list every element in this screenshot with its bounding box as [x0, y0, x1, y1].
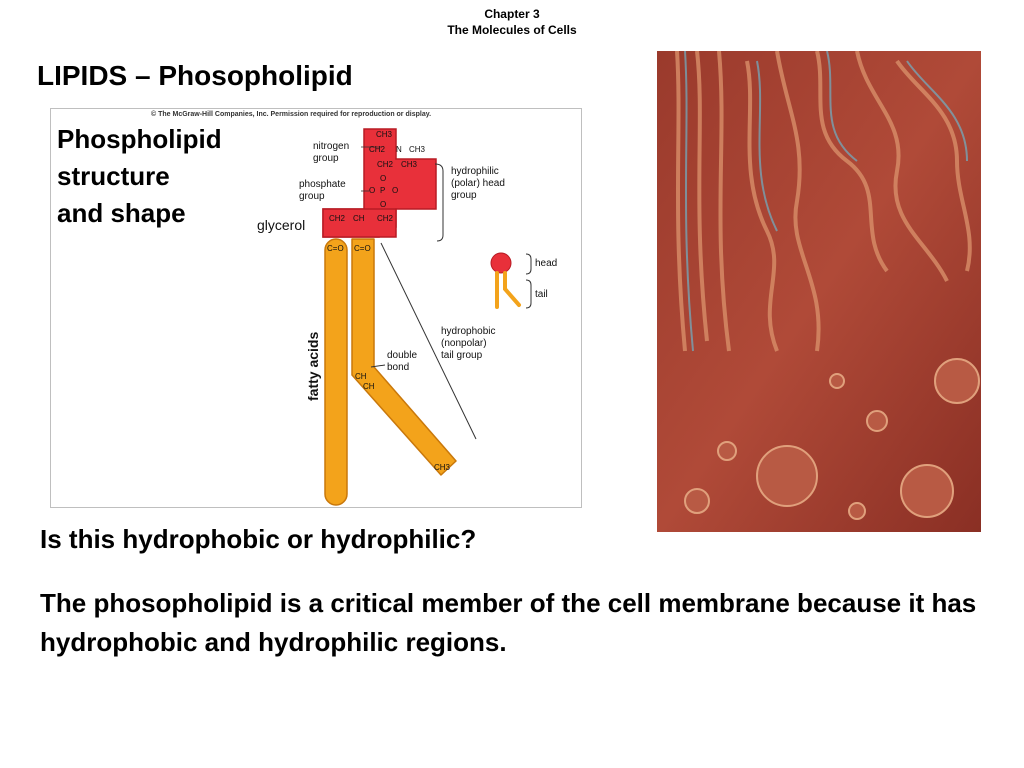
hydrophilic-head-label: hydrophilic (polar) head group — [451, 166, 505, 202]
chem-o-4: O — [380, 200, 387, 209]
glycerol-box — [322, 208, 397, 238]
slide-header: Chapter 3 The Molecules of Cells — [0, 6, 1024, 38]
glycerol-label: glycerol — [257, 217, 306, 233]
chem-o-3: O — [392, 186, 399, 195]
chem-ch2-glycerol-right: CH2 — [377, 214, 394, 223]
tail-label: tail — [535, 289, 548, 300]
phosphate-label-line: group — [299, 191, 325, 202]
chapter-subtitle: The Molecules of Cells — [447, 23, 577, 37]
chem-ch2-2: CH2 — [377, 160, 394, 169]
head-icon-symbol — [490, 252, 512, 274]
hydrophobic-brace-top — [380, 242, 477, 440]
chem-o-1: O — [380, 174, 387, 183]
figure-title-line: structure — [57, 161, 170, 191]
question-text: Is this hydrophobic or hydrophilic? — [40, 524, 477, 554]
fatty-acids-label: fatty acids — [305, 331, 321, 401]
phosphate-label-line: phosphate — [299, 179, 346, 190]
nitrogen-group-label: nitrogen group — [313, 141, 349, 165]
membrane-micrograph-image — [657, 51, 981, 532]
chapter-label: Chapter 3 — [484, 7, 540, 21]
chem-ch-double-1: CH — [355, 372, 367, 381]
phospholipid-structure-drawing — [322, 128, 532, 506]
double-bond-label: double bond — [387, 350, 417, 374]
chem-ch2-glycerol-left: CH2 — [329, 214, 346, 223]
hydrophobic-tail-label: hydrophobic (nonpolar) tail group — [441, 326, 495, 362]
head-label: head — [535, 258, 558, 269]
fatty-acid-tail-2 — [351, 238, 457, 476]
figure-title-line: and shape — [57, 198, 186, 228]
hydrophilic-brace — [434, 163, 444, 242]
figure-copyright: © The McGraw-Hill Companies, Inc. Permis… — [151, 111, 432, 118]
slide-title: LIPIDS – Phosopholipid — [37, 60, 353, 91]
phospholipid-figure: © The McGraw-Hill Companies, Inc. Permis… — [50, 108, 582, 508]
hydrophobic-label-line: (nonpolar) — [441, 338, 487, 349]
explanation-text: The phosopholipid is a critical member o… — [40, 588, 977, 657]
chem-ch3-right: CH3 — [409, 145, 426, 154]
chem-ch-glycerol: CH — [353, 214, 365, 223]
phosphate-group-label: phosphate group — [299, 179, 346, 203]
nitrogen-label-line: group — [313, 153, 339, 164]
hydrophobic-label-line: tail group — [441, 350, 483, 361]
chem-ch3-top: CH3 — [376, 130, 393, 139]
hydrophilic-label-line: group — [451, 190, 477, 201]
chem-ch2: CH2 — [369, 145, 386, 154]
hydrophobic-brace-bottom — [351, 464, 476, 503]
micrograph-drawing — [657, 51, 981, 532]
figure-title: Phospholipid structure and shape — [57, 121, 277, 232]
chem-co-2: C=O — [354, 244, 371, 253]
hydrophobic-label-line: hydrophobic — [441, 326, 496, 337]
tail-brace — [525, 279, 532, 309]
figure-title-line: Phospholipid — [57, 124, 222, 154]
chem-co-1: C=O — [327, 244, 344, 253]
chem-ch-double-2: CH — [363, 382, 375, 391]
chem-ch3-3: CH3 — [401, 160, 418, 169]
chem-nitrogen: N — [396, 145, 402, 154]
chem-o-2: O — [369, 186, 376, 195]
hydrophilic-label-line: (polar) head — [451, 178, 505, 189]
tail-icon-symbol — [495, 271, 521, 309]
head-brace — [525, 253, 532, 275]
chem-p: P — [380, 186, 386, 195]
double-bond-label-line: bond — [387, 362, 410, 373]
fatty-acid-tail-1 — [324, 238, 348, 506]
double-bond-label-line: double — [387, 350, 418, 361]
nitrogen-label-line: nitrogen — [313, 141, 350, 152]
hydrophilic-label-line: hydrophilic — [451, 166, 499, 177]
double-bond-pointer — [370, 364, 386, 368]
chem-ch3-tail: CH3 — [434, 463, 451, 472]
